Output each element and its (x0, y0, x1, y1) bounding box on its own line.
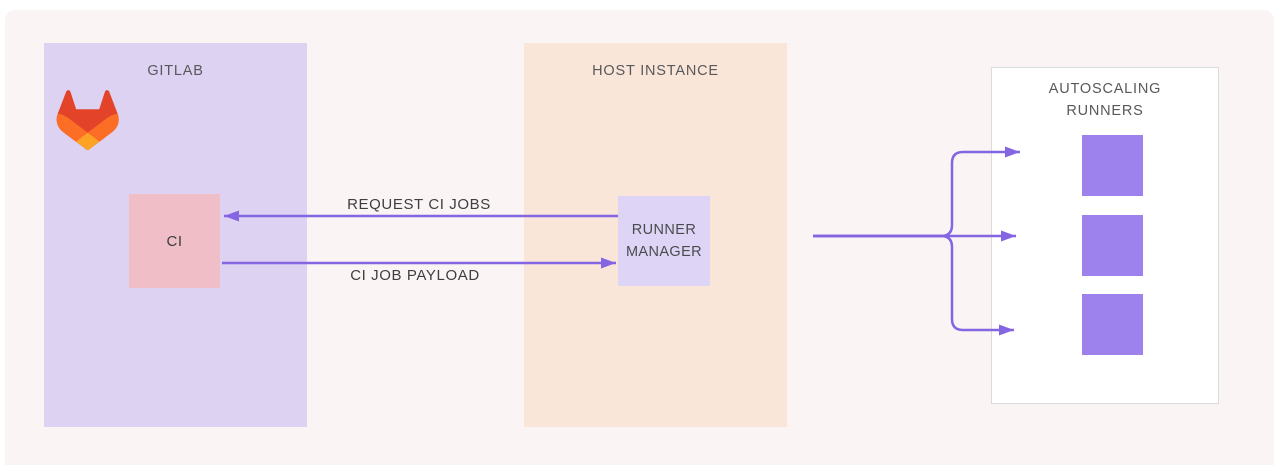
scale-out-arrow-bottom (813, 234, 1014, 336)
runner-square (1082, 135, 1143, 196)
ci-job-payload-label: CI JOB PAYLOAD (350, 267, 480, 284)
scale-out-arrow-top (813, 146, 1020, 238)
runner-manager-node-label: RUNNER MANAGER (625, 221, 703, 260)
autoscaling-runners-title: AUTOSCALING RUNNERS (1048, 81, 1162, 119)
runner-square (1082, 215, 1143, 276)
host-instance-group-title: HOST INSTANCE (592, 63, 719, 79)
runner-square (1082, 294, 1143, 355)
ci-node-label: CI (166, 232, 183, 250)
request-ci-jobs-label: REQUEST CI JOBS (347, 196, 491, 213)
gitlab-group-title: GITLAB (147, 63, 204, 79)
runner-manager-node: RUNNER MANAGER (618, 196, 710, 286)
autoscaling-runners-panel: AUTOSCALING RUNNERS (991, 67, 1219, 404)
gitlab-logo-icon (55, 89, 121, 151)
ci-node: CI (129, 194, 220, 288)
